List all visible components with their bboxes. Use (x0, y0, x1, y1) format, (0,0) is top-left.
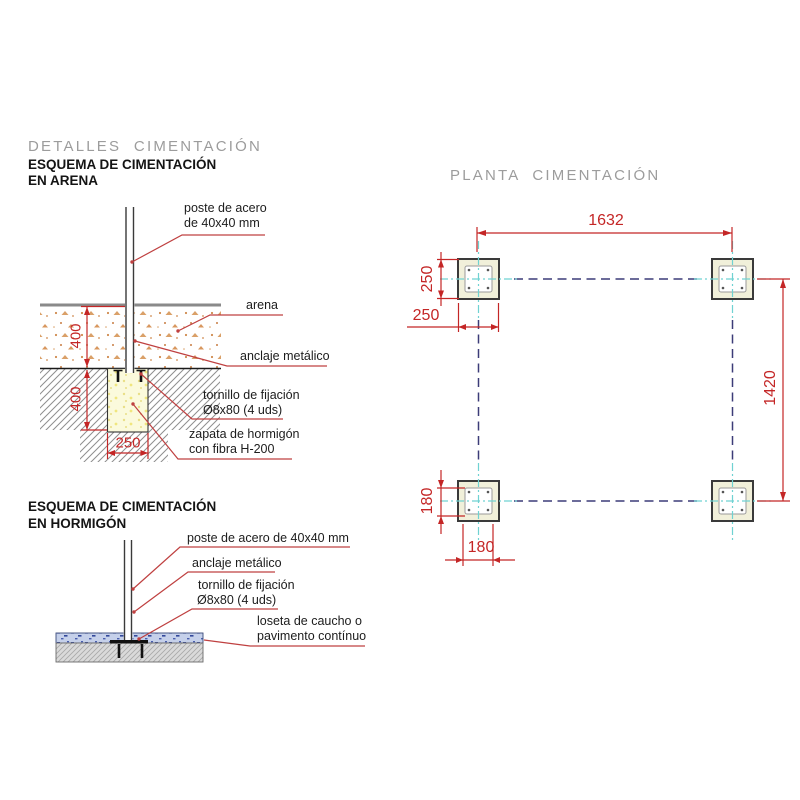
axis-dashed-lines (477, 278, 734, 502)
leader-lines-sand (130, 234, 327, 460)
dim-text-180-vertical: 180 (419, 487, 436, 515)
anchor-plate-concrete (110, 640, 148, 658)
concrete-slab (55, 642, 204, 663)
label-bolt-sand-line1: tornillo de fijación (203, 388, 300, 402)
sand-section (40, 207, 327, 462)
concrete-section (55, 540, 365, 663)
sand-scheme-title-line2: EN ARENA (28, 173, 99, 188)
leader-lines-concrete (131, 546, 365, 647)
label-anchor-concrete: anclaje metálico (192, 556, 282, 570)
dim-text-180-horizontal: 180 (467, 539, 495, 556)
dim-text-1632: 1632 (588, 212, 624, 229)
label-footing-line2: con fibra H-200 (189, 442, 275, 456)
sand-scheme-title-line1: ESQUEMA DE CIMENTACIÓN (28, 157, 217, 172)
plan-section (407, 227, 790, 566)
anchor-bolts-sand (113, 369, 146, 382)
dim-text-400-sand: 400 (67, 323, 85, 349)
concrete-scheme-title-line2: EN HORMIGÓN (28, 516, 127, 531)
label-pavement-line1: loseta de caucho o (257, 614, 362, 628)
sheet-title: DETALLES CIMENTACIÓN (28, 138, 263, 155)
dim-text-400-footing: 400 (67, 386, 85, 412)
label-post-sand-line1: poste de acero (184, 201, 267, 215)
steel-post-sand (125, 207, 135, 373)
dim-180-v (437, 470, 465, 534)
label-bolt-concrete-line2: Ø8x80 (4 uds) (197, 593, 277, 607)
ground-hatch (40, 369, 220, 462)
dim-250-h (407, 303, 500, 332)
dim-400-sand (81, 305, 125, 367)
dim-1632 (476, 227, 733, 252)
label-sand: arena (246, 298, 278, 312)
dim-text-250-footing: 250 (115, 434, 141, 452)
plan-title: PLANTA CIMENTACIÓN (450, 167, 661, 184)
dim-250-v (437, 252, 459, 306)
dim-text-250-horizontal: 250 (412, 307, 440, 324)
label-pavement-line2: pavimento contínuo (257, 629, 367, 643)
label-footing-line1: zapata de hormigón (189, 427, 300, 441)
dim-text-1420: 1420 (762, 370, 779, 406)
label-bolt-concrete-line1: tornillo de fijación (198, 578, 295, 592)
dim-180-h (445, 524, 515, 566)
label-post-sand-line2: de 40x40 mm (184, 216, 260, 230)
dim-1420 (757, 278, 790, 502)
dim-400-footing (81, 370, 107, 431)
dim-250-footing (106, 433, 149, 459)
centerlines (440, 241, 772, 540)
concrete-scheme-title-line1: ESQUEMA DE CIMENTACIÓN (28, 499, 217, 514)
steel-post-concrete (123, 540, 133, 641)
dim-text-250-vertical: 250 (419, 265, 436, 293)
label-post-concrete: poste de acero de 40x40 mm (187, 531, 349, 545)
label-bolt-sand-line2: Ø8x80 (4 uds) (203, 403, 283, 417)
label-anchor-sand: anclaje metálico (240, 349, 330, 363)
